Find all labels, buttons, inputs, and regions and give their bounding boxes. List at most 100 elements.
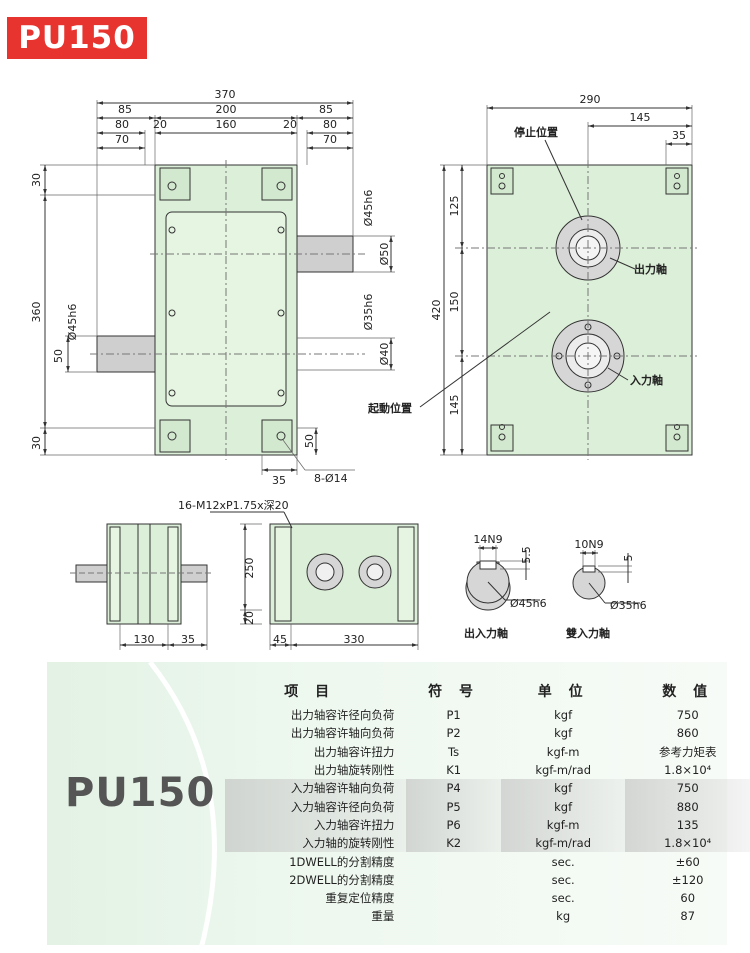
row-symbol — [406, 889, 501, 907]
row-item: 出力轴容许扭力 — [313, 744, 395, 759]
row-symbol: K2 — [406, 834, 501, 853]
model-badge: PU150 — [7, 17, 147, 59]
row-unit: kgf — [554, 708, 573, 723]
table-row: 重复定位精度 sec. 60 — [225, 889, 750, 907]
spec-title: PU150 — [65, 770, 216, 816]
dim-200: 200 — [216, 103, 237, 116]
key-depth-5: 5 — [622, 555, 635, 562]
row-item: 入力轴的旋转刚性 — [225, 834, 407, 853]
dim-360: 360 — [30, 302, 43, 323]
dim-50-bottom: 50 — [303, 434, 316, 448]
row-value: 750 — [676, 708, 699, 723]
dim-70-left: 70 — [115, 133, 129, 146]
table-row: 入力轴的旋转刚性 K2 kgf-m/rad 1.8×10⁴ — [225, 834, 750, 853]
dim-160: 160 — [216, 118, 237, 131]
key-depth-5-5: 5.5 — [520, 546, 533, 564]
row-item: 入力轴容许扭力 — [225, 815, 407, 835]
dim-20-left: 20 — [153, 118, 167, 131]
side-view — [419, 105, 697, 460]
row-item: 2DWELL的分割精度 — [289, 872, 395, 887]
row-symbol — [406, 871, 501, 889]
row-symbol: P2 — [446, 726, 461, 741]
label-output-shaft: 出力軸 — [634, 262, 667, 276]
row-item: 入力轴容许径向负荷 — [225, 797, 407, 816]
dim-50-right-shaft: Ø50 — [378, 243, 391, 266]
dim-80-left: 80 — [115, 118, 129, 131]
row-item: 出力轴容许径向负荷 — [290, 708, 395, 723]
row-unit: kgf — [554, 726, 573, 741]
row-unit: kgf — [500, 779, 626, 798]
caption-io-shaft: 出入力軸 — [464, 626, 508, 640]
row-unit: sec. — [551, 854, 575, 869]
header-value: 数 值 — [662, 684, 714, 700]
row-unit: kg — [556, 909, 571, 924]
shaft-section-1 — [465, 545, 540, 611]
dim-70-right: 70 — [323, 133, 337, 146]
dim-20-right: 20 — [283, 118, 297, 131]
label-stop-position: 停止位置 — [514, 125, 558, 139]
spec-table: 项 目 符 号 单 位 数 值 出力轴容许径向负荷 P1 kgf 750 出力轴… — [225, 678, 750, 926]
caption-dual-input-shaft: 雙入力軸 — [566, 626, 610, 640]
row-symbol: K1 — [446, 763, 462, 778]
front-view-labels: 370 85 200 85 80 20 160 20 80 70 70 30 3… — [30, 88, 391, 487]
table-row: 出力轴容许径向负荷 P1 kgf 750 — [225, 706, 750, 724]
table-row: 2DWELL的分割精度 sec. ±120 — [225, 871, 750, 889]
row-item: 重量 — [371, 909, 395, 924]
dim-80-right: 80 — [323, 118, 337, 131]
key-14n9: 14N9 — [473, 533, 502, 546]
row-value: ±60 — [675, 854, 700, 869]
row-item: 出力轴容许轴向负荷 — [290, 726, 395, 741]
header-symbol: 符 号 — [428, 684, 480, 700]
dim-130: 130 — [134, 633, 155, 646]
row-symbol: P5 — [406, 797, 501, 816]
row-unit: kgf-m — [546, 744, 580, 759]
row-unit: kgf-m/rad — [500, 834, 626, 853]
table-row: 重量 kg 87 — [225, 907, 750, 925]
row-value: 860 — [676, 726, 699, 741]
table-row: 入力轴容许轴向负荷 P4 kgf 750 — [225, 779, 750, 798]
table-row: 出力轴容许扭力 Ts kgf-m 参考力矩表 — [225, 743, 750, 761]
spec-header-row: 项 目 符 号 单 位 数 值 — [225, 678, 750, 706]
dim-370: 370 — [215, 88, 236, 101]
shaft-section-2 — [572, 550, 640, 604]
dim-145-bottom: 145 — [448, 395, 461, 416]
front-view — [40, 100, 395, 475]
bottom-view-left — [70, 523, 212, 650]
label-input-shaft: 入力軸 — [630, 373, 663, 387]
dim-35-bottom-left: 35 — [181, 633, 195, 646]
row-symbol: P6 — [406, 815, 501, 835]
row-unit: kgf — [500, 797, 626, 816]
shaft-35h6: Ø35h6 — [610, 599, 647, 612]
row-item: 入力轴容许轴向负荷 — [225, 779, 407, 798]
dim-50-left-shaft: 50 — [52, 349, 65, 363]
row-symbol: P1 — [446, 708, 461, 723]
dim-35h6-right: Ø35h6 — [362, 294, 375, 331]
label-start-position: 起動位置 — [367, 401, 412, 415]
dim-150: 150 — [448, 292, 461, 313]
dim-45h6-right: Ø45h6 — [362, 190, 375, 227]
decorative-arc — [148, 662, 217, 953]
dim-35-side: 35 — [672, 129, 686, 142]
dim-45: 45 — [273, 633, 287, 646]
row-unit: sec. — [551, 891, 575, 906]
header-item: 项 目 — [284, 684, 336, 700]
spec-section: PU150 项 目 符 号 单 位 数 值 出力轴容许径向负荷 P1 kgf 7… — [0, 662, 750, 953]
dim-330: 330 — [344, 633, 365, 646]
row-value: 1.8×10⁴ — [625, 834, 750, 853]
dim-20-bottom: 20 — [243, 611, 256, 625]
dim-250: 250 — [243, 558, 256, 579]
shaft-45h6: Ø45h6 — [510, 597, 547, 610]
dim-125: 125 — [448, 196, 461, 217]
row-value: 60 — [680, 891, 696, 906]
dim-45h6-left: Ø45h6 — [66, 304, 79, 341]
side-view-labels: 290 145 35 420 125 150 145 停止位置 起動位置 出力軸… — [367, 93, 686, 416]
row-symbol: P4 — [406, 779, 501, 798]
dim-30-bottom: 30 — [30, 436, 43, 450]
row-unit: kgf-m/rad — [535, 763, 591, 778]
row-symbol: Ts — [448, 744, 460, 759]
dim-290: 290 — [580, 93, 601, 106]
dim-145-top: 145 — [630, 111, 651, 124]
header-unit: 单 位 — [537, 684, 589, 700]
row-value: 135 — [625, 815, 750, 835]
bottom-view-mid — [210, 511, 419, 650]
